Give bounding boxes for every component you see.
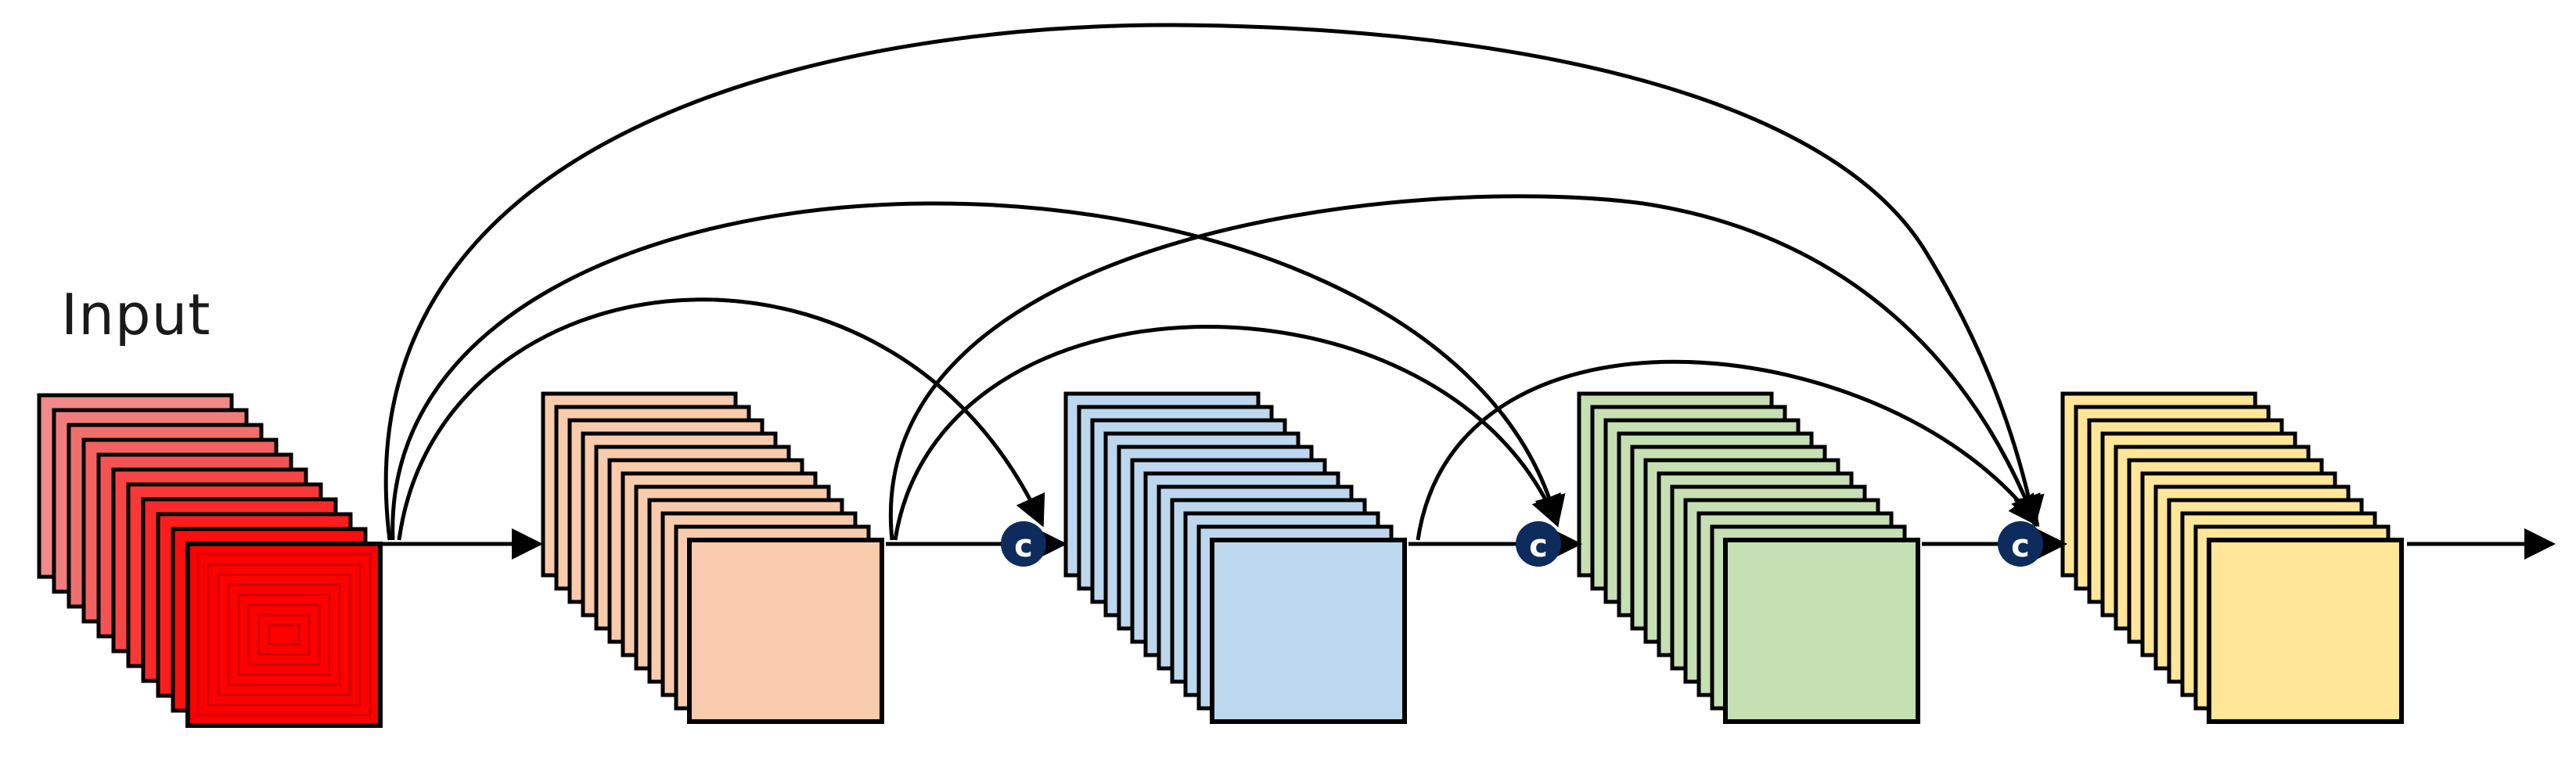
- feature-map-block-2-11: [1210, 538, 1407, 724]
- skip-input-to-concat2: [390, 201, 1566, 541]
- input-glow-ring-2: [207, 563, 362, 707]
- skip-block1-to-concat2: [893, 325, 1561, 541]
- skip-block1-to-concat3: [888, 194, 2041, 541]
- input-glow-ring-7: [257, 614, 311, 656]
- input-glow-ring-1: [196, 553, 372, 717]
- dense-connections: [383, 23, 2045, 541]
- feature-map-block-1-11: [687, 538, 884, 724]
- layer-stack-block-2: [1063, 391, 1407, 724]
- layer-stack-input: [37, 393, 383, 728]
- concat-node-2: c: [1516, 521, 1561, 567]
- layer-stack-block-3: [1577, 391, 1920, 724]
- skip-input-to-concat3: [383, 23, 2045, 541]
- input-label: Input: [61, 282, 211, 347]
- skip-block2-to-concat3: [1416, 359, 2040, 541]
- input-glow-ring-8: [268, 624, 300, 646]
- skip-input-to-concat1: [397, 297, 1045, 541]
- concat-node-1: c: [1001, 521, 1046, 567]
- input-glow-ring-6: [247, 603, 321, 666]
- concat-node-3: c: [1998, 521, 2043, 567]
- feature-map-input-10: [185, 542, 383, 728]
- feature-map-block-4-11: [2207, 538, 2404, 724]
- concat-label-3: c: [2011, 528, 2030, 564]
- layer-stack-block-4: [2060, 391, 2404, 724]
- input-glow-ring-5: [237, 593, 331, 676]
- layer-stack-block-1: [541, 391, 884, 724]
- concat-label-2: c: [1529, 528, 1548, 564]
- concat-label-1: c: [1014, 528, 1033, 564]
- concat-nodes: c c c: [1001, 521, 2043, 567]
- input-glow-ring-3: [217, 573, 351, 697]
- input-glow-ring-4: [227, 583, 341, 686]
- feature-map-block-3-11: [1723, 538, 1920, 724]
